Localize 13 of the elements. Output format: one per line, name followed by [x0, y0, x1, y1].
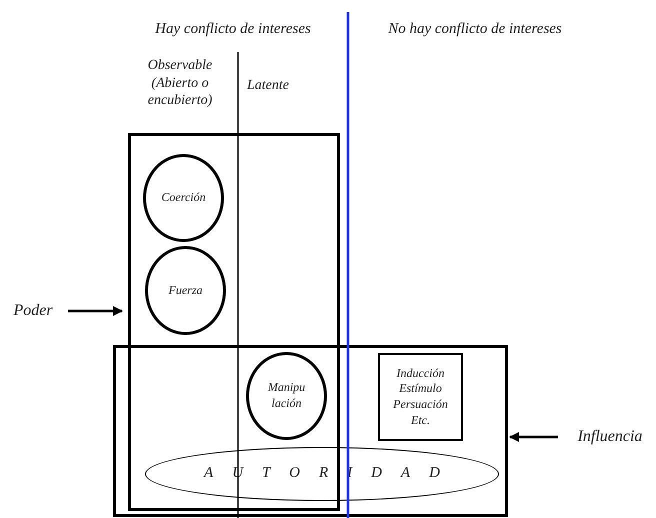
region-box [113, 345, 508, 517]
ellipse-node: Fuerza [145, 246, 226, 335]
column-heading: Latente [246, 77, 290, 94]
text-box: Inducción Estímulo Persuación Etc. [378, 353, 463, 441]
arrow [509, 432, 558, 442]
label-text: Poder [6, 300, 60, 322]
label-text: Influencia [566, 426, 654, 448]
column-heading: No hay conflicto de intereses [387, 20, 563, 39]
column-heading: Hay conflicto de intereses [154, 20, 312, 39]
ellipse-node: Manipu lación [246, 352, 327, 440]
arrow [68, 306, 123, 316]
ellipse-node: Coerción [143, 154, 224, 242]
column-heading: Observable (Abierto o encubierto) [146, 57, 214, 110]
